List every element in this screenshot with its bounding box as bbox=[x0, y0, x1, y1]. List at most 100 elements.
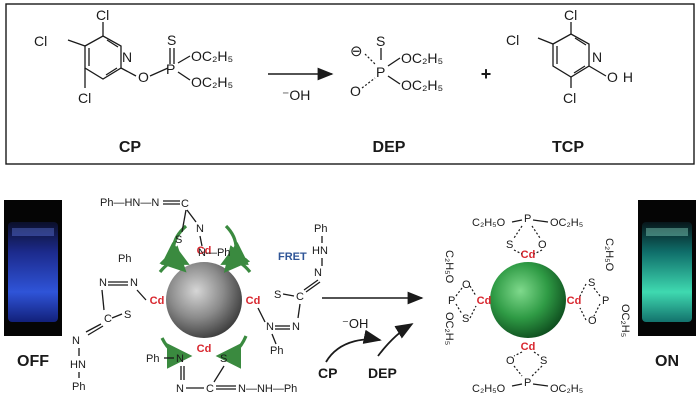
dep-bottom-s: S bbox=[540, 355, 547, 367]
cp-p: P bbox=[166, 61, 175, 77]
ligand-left-s: S bbox=[124, 309, 131, 321]
cp-s: S bbox=[167, 32, 176, 48]
ligand-bottom-n1: N bbox=[176, 353, 184, 365]
ligand-right-n3: N bbox=[266, 321, 274, 333]
dep-right-c2h5o: C₂H₅O bbox=[603, 238, 615, 272]
scheme-dep-label: DEP bbox=[368, 365, 397, 381]
dep-bottom-o: O bbox=[506, 355, 515, 367]
dep-bottom-c2h5o: C₂H₅O bbox=[472, 383, 506, 395]
dep-left-c2h5o: C₂H₅O bbox=[443, 250, 455, 284]
cp-cl-top: Cl bbox=[96, 7, 109, 23]
dep-top-s: S bbox=[506, 239, 513, 251]
tcp-molecule: Cl Cl Cl N OH bbox=[506, 7, 638, 106]
dep-right-oc2h5: OC₂H₅ bbox=[619, 304, 631, 337]
ligand-left-n2: N bbox=[130, 277, 138, 289]
tcp-label: TCP bbox=[552, 139, 584, 156]
ligand-top: Ph—HN—N C N N—Ph S bbox=[100, 197, 230, 259]
cp-n: N bbox=[122, 49, 132, 65]
dep-ligand-top: C₂H₅O OC₂H₅ P S O bbox=[472, 213, 583, 255]
ligand-bottom-n2: N bbox=[176, 383, 184, 395]
cd-on-right: Cd bbox=[567, 295, 582, 307]
cp-oet-1: OC₂H₅ bbox=[191, 48, 233, 64]
ligand-left-c: C bbox=[104, 313, 112, 325]
ligand-right: Ph HN N C S N N Ph bbox=[257, 223, 328, 357]
ligand-left: Ph N N C S N HN Ph bbox=[70, 253, 147, 393]
dep-top-p: P bbox=[524, 213, 531, 225]
ligand-top-n1: N bbox=[196, 223, 204, 235]
vial-off bbox=[4, 200, 62, 336]
dep-bottom-oc2h5: OC₂H₅ bbox=[550, 383, 583, 395]
cp-oet-2: OC₂H₅ bbox=[191, 74, 233, 90]
dep-p: P bbox=[376, 64, 385, 80]
cp-molecule: Cl Cl Cl N O S P OC₂H₅ OC₂H₅ bbox=[34, 7, 233, 106]
vial-on bbox=[638, 200, 696, 336]
reaction-panel bbox=[5, 3, 695, 165]
ligand-right-n1: N bbox=[314, 267, 322, 279]
dep-right-p: P bbox=[602, 295, 609, 307]
dep-top-o: O bbox=[538, 239, 547, 251]
tcp-n: N bbox=[592, 49, 602, 65]
cp-cl-left: Cl bbox=[34, 33, 47, 49]
off-label: OFF bbox=[17, 353, 49, 370]
dep-neg-charge: ⊖ bbox=[350, 43, 363, 60]
dep-left-p: P bbox=[448, 295, 455, 307]
quantum-dot-on bbox=[490, 262, 566, 338]
ligand-left-ph: Ph bbox=[118, 253, 131, 265]
dep-o: O bbox=[350, 83, 361, 99]
ligand-left-hn: HN bbox=[70, 359, 86, 371]
dep-left-oc2h5: OC₂H₅ bbox=[443, 312, 455, 345]
dep-ligand-bottom: O S P C₂H₅O OC₂H₅ bbox=[472, 351, 583, 395]
dep-top-c2h5o: C₂H₅O bbox=[472, 217, 506, 229]
cp-curve-arrow bbox=[325, 329, 382, 363]
scheme-catalyst: ⁻OH bbox=[342, 316, 368, 331]
tcp-cl-left: Cl bbox=[506, 32, 519, 48]
dep-bottom-p: P bbox=[524, 377, 531, 389]
cd-on-left: Cd bbox=[477, 295, 492, 307]
dep-left-s: S bbox=[462, 313, 469, 325]
cd-off-bottom: Cd bbox=[197, 343, 212, 355]
ligand-bottom-c: C bbox=[206, 383, 214, 395]
dep-s: S bbox=[376, 33, 385, 49]
dep-curve-arrow bbox=[377, 323, 414, 357]
ligand-bottom: Ph N S N C N—NH—Ph bbox=[146, 353, 297, 395]
dep-oet-1: OC₂H₅ bbox=[401, 50, 443, 66]
dep-oet-2: OC₂H₅ bbox=[401, 77, 443, 93]
dep-right-s: S bbox=[588, 277, 595, 289]
ligand-right-hn: HN bbox=[312, 245, 328, 257]
ligand-right-ph: Ph bbox=[314, 223, 327, 235]
ligand-top-n-ph: N—Ph bbox=[198, 247, 230, 259]
cp-o: O bbox=[138, 69, 149, 85]
ligand-right-c: C bbox=[296, 291, 304, 303]
dep-ligand-right: C₂H₅O OC₂H₅ P S O bbox=[579, 238, 631, 337]
cp-label: CP bbox=[119, 139, 142, 156]
cd-on-top: Cd bbox=[521, 249, 536, 261]
dep-left-o: O bbox=[462, 279, 471, 291]
cp-cl-bottom: Cl bbox=[78, 90, 91, 106]
tcp-cl-top: Cl bbox=[564, 7, 577, 23]
ligand-top-s: S bbox=[175, 234, 182, 246]
scheme-cp-label: CP bbox=[318, 365, 337, 381]
ligand-bottom-ph: Ph bbox=[146, 353, 159, 365]
ligand-right-n2: N bbox=[292, 321, 300, 333]
ligand-right-ph2: Ph bbox=[270, 345, 283, 357]
ligand-top-c: C bbox=[181, 198, 189, 210]
on-label: ON bbox=[655, 353, 679, 370]
quantum-dot-off bbox=[166, 262, 242, 338]
dep-top-oc2h5: OC₂H₅ bbox=[550, 217, 583, 229]
cd-off-right: Cd bbox=[246, 295, 261, 307]
tcp-oh: OH bbox=[607, 69, 638, 85]
fret-label: FRET bbox=[278, 251, 307, 263]
dep-label: DEP bbox=[373, 139, 406, 156]
ligand-left-n1: N bbox=[99, 277, 107, 289]
dep-molecule: ⊖ S P O OC₂H₅ OC₂H₅ bbox=[350, 33, 443, 99]
cd-off-top: Cd bbox=[197, 245, 212, 257]
plus-sign: + bbox=[481, 64, 492, 84]
fret-arrows bbox=[158, 224, 252, 369]
dep-ligand-left: C₂H₅O OC₂H₅ P O S bbox=[443, 250, 477, 345]
cd-on-bottom: Cd bbox=[521, 341, 536, 353]
ligand-left-n3: N bbox=[72, 335, 80, 347]
ligand-left-ph2: Ph bbox=[72, 381, 85, 393]
reaction-catalyst: ⁻OH bbox=[282, 87, 310, 103]
dep-right-o: O bbox=[588, 315, 597, 327]
